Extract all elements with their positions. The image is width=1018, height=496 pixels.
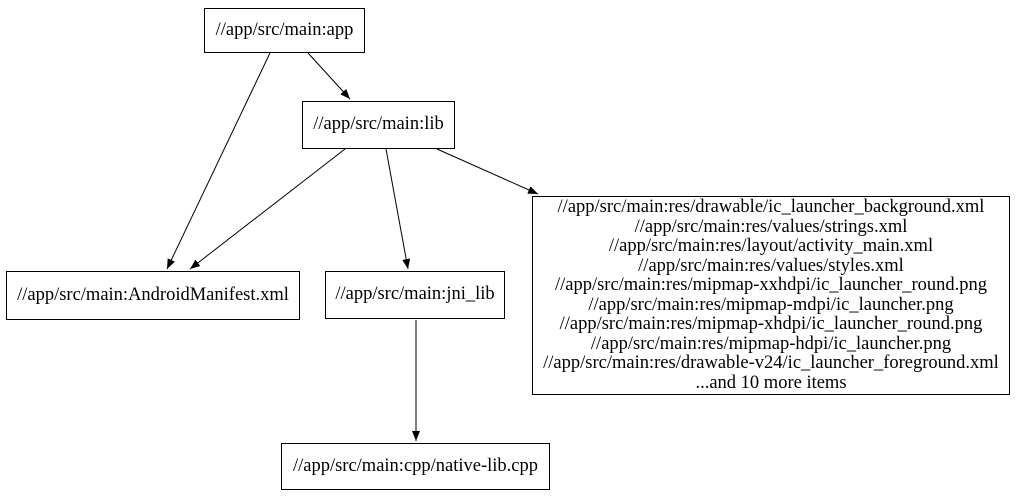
res-group-line: //app/src/main:res/mipmap-xhdpi/ic_launc… bbox=[559, 314, 983, 334]
edge-app-to-manifest bbox=[166, 52, 271, 270]
node-app-label: //app/src/main:app bbox=[215, 19, 354, 40]
res-group-line: //app/src/main:res/mipmap-mdpi/ic_launch… bbox=[588, 294, 954, 315]
res-group-line: //app/src/main:res/values/strings.xml bbox=[634, 216, 908, 237]
node-app: //app/src/main:app bbox=[204, 8, 365, 53]
edge-lib-to-res-group bbox=[436, 148, 539, 195]
res-group-line: //app/src/main:res/mipmap-xxhdpi/ic_laun… bbox=[554, 275, 988, 295]
node-lib-label: //app/src/main:lib bbox=[313, 114, 444, 135]
node-native-lib-cpp-label: //app/src/main:cpp/native-lib.cpp bbox=[292, 455, 539, 476]
res-group-line: //app/src/main:res/layout/activity_main.… bbox=[608, 236, 934, 256]
res-group-line: //app/src/main:res/drawable/ic_launcher_… bbox=[557, 197, 985, 217]
node-jni-lib-label: //app/src/main:jni_lib bbox=[335, 284, 495, 305]
node-res-group: //app/src/main:res/drawable/ic_launcher_… bbox=[532, 196, 1010, 395]
node-android-manifest-label: //app/src/main:AndroidManifest.xml bbox=[17, 284, 289, 305]
node-lib: //app/src/main:lib bbox=[302, 101, 455, 149]
node-android-manifest: //app/src/main:AndroidManifest.xml bbox=[6, 271, 300, 320]
node-native-lib-cpp: //app/src/main:cpp/native-lib.cpp bbox=[281, 443, 550, 490]
res-group-more-items: ...and 10 more items bbox=[695, 372, 847, 393]
res-group-line: //app/src/main:res/mipmap-hdpi/ic_launch… bbox=[590, 333, 952, 354]
res-group-line: //app/src/main:res/drawable-v24/ic_launc… bbox=[543, 353, 999, 373]
node-jni-lib: //app/src/main:jni_lib bbox=[325, 271, 505, 319]
edge-lib-to-jni-lib bbox=[385, 148, 411, 270]
res-group-line: //app/src/main:res/values/styles.xml bbox=[638, 255, 904, 276]
edge-app-to-lib bbox=[307, 52, 351, 100]
edge-lib-to-manifest bbox=[189, 148, 346, 270]
